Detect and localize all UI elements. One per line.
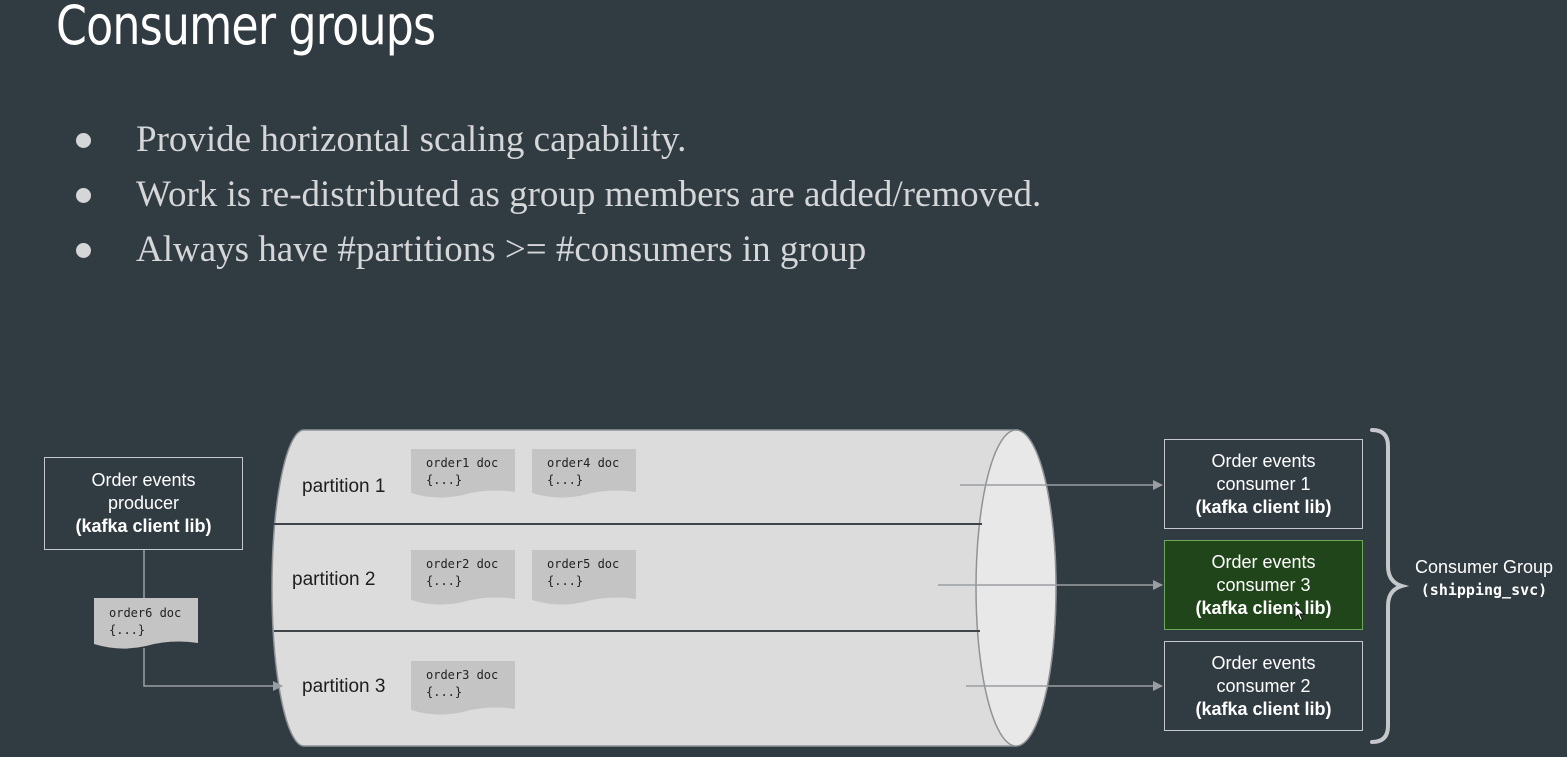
bullet-dot	[76, 188, 91, 203]
doc-shape	[94, 598, 198, 649]
doc-shape	[532, 449, 636, 498]
doc-name: order5 doc	[547, 557, 620, 571]
doc-shape	[411, 449, 515, 498]
doc-item: order1 doc {...}	[426, 455, 498, 489]
doc-body: {...}	[547, 574, 584, 588]
bullet-list: Provide horizontal scaling capability. W…	[72, 116, 1041, 281]
partition-label: partition 2	[292, 569, 376, 590]
doc-shape	[411, 550, 515, 605]
doc-item: order4 doc {...}	[547, 455, 619, 489]
doc-body: {...}	[426, 473, 463, 487]
consumer-lib: (kafka client lib)	[1195, 597, 1332, 618]
consumer-title: Order events	[1211, 652, 1316, 673]
right-brace-icon	[1370, 428, 1410, 744]
doc-name: order6 doc	[109, 606, 182, 620]
doc-name: order1 doc	[426, 456, 499, 470]
bullet-item: Work is re-distributed as group members …	[72, 171, 1041, 226]
consumer-subtitle: consumer 2	[1216, 675, 1311, 696]
bullet-dot	[76, 243, 91, 258]
consumer-group-name: (shipping_svc)	[1420, 581, 1548, 599]
incoming-doc: order6 doc {...}	[109, 605, 181, 639]
producer-lib: (kafka client lib)	[75, 516, 212, 536]
doc-body: {...}	[109, 623, 146, 637]
doc-shape	[532, 550, 636, 605]
doc-item: order3 doc {...}	[426, 667, 498, 701]
doc-name: order3 doc	[426, 668, 499, 682]
bullet-text: Provide horizontal scaling capability.	[136, 119, 687, 160]
doc-item: order2 doc {...}	[426, 556, 498, 590]
doc-body: {...}	[426, 574, 463, 588]
bullet-text: Always have #partitions >= #consumers in…	[136, 229, 867, 270]
producer-arrow	[143, 648, 283, 691]
bullet-item: Provide horizontal scaling capability.	[72, 116, 1041, 171]
consumer-subtitle: consumer 1	[1216, 473, 1311, 494]
doc-shape	[411, 661, 515, 715]
consumer-box-active: Order events consumer 3 (kafka client li…	[1164, 540, 1363, 630]
consumer-subtitle: consumer 3	[1216, 574, 1311, 595]
mouse-pointer-icon	[1294, 604, 1306, 622]
doc-body: {...}	[547, 473, 584, 487]
partition-label: partition 1	[302, 476, 386, 497]
producer-box: Order events producer (kafka client lib)	[44, 457, 243, 550]
consumer-group-label: Consumer Group (shipping_svc)	[1400, 556, 1567, 602]
bullet-text: Work is re-distributed as group members …	[136, 174, 1042, 215]
producer-title: Order events	[91, 470, 196, 490]
bullet-dot	[76, 133, 91, 148]
topic-cylinder-end	[975, 429, 1057, 747]
doc-item: order5 doc {...}	[547, 556, 619, 590]
producer-subtitle: producer	[107, 493, 180, 513]
topic-cylinder	[271, 429, 1057, 747]
slide-title: Consumer groups	[56, 0, 436, 57]
consumer-lib: (kafka client lib)	[1195, 698, 1332, 719]
consumer-box: Order events consumer 1 (kafka client li…	[1164, 439, 1363, 529]
consumer-box: Order events consumer 2 (kafka client li…	[1164, 641, 1363, 731]
consumer-title: Order events	[1211, 450, 1316, 471]
partition-label: partition 3	[302, 676, 386, 697]
doc-name: order2 doc	[426, 557, 499, 571]
bullet-item: Always have #partitions >= #consumers in…	[72, 226, 1041, 281]
consumer-lib: (kafka client lib)	[1195, 496, 1332, 517]
consumer-group-title: Consumer Group	[1414, 557, 1554, 577]
doc-body: {...}	[426, 685, 463, 699]
doc-name: order4 doc	[547, 456, 620, 470]
consumer-title: Order events	[1211, 551, 1316, 572]
